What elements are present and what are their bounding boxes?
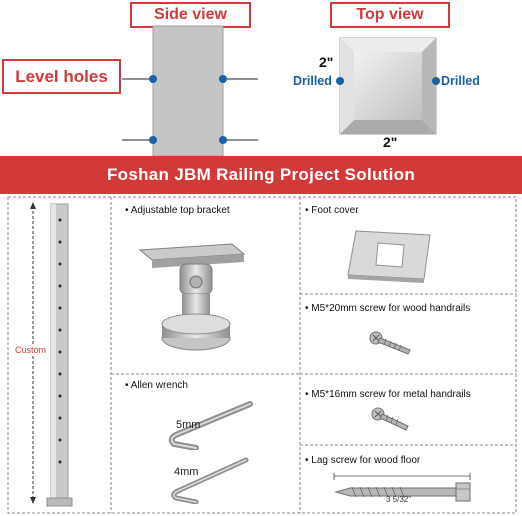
drilled-right-label: Drilled — [441, 74, 480, 88]
level-hole-dot — [219, 136, 227, 144]
screw-wood-text: M5*20mm screw for wood handrails — [311, 303, 471, 314]
screw-wood-image — [369, 331, 411, 355]
wrench-5mm-label: 5mm — [176, 419, 201, 431]
lag-screw-text: Lag screw for wood floor — [311, 455, 421, 466]
screw-metal-image — [371, 407, 409, 431]
foot-cover-text: Foot cover — [311, 205, 359, 216]
side-view-label: Side view — [130, 2, 251, 28]
allen-wrench-5mm-image — [168, 401, 253, 450]
top-view-label: Top view — [330, 2, 450, 28]
drill-hole-dot — [336, 77, 344, 85]
lag-screw-image — [333, 473, 471, 502]
top-bracket-label: • Adjustable top bracket — [125, 205, 230, 216]
level-hole-dot — [149, 136, 157, 144]
allen-wrench-4mm-image — [171, 457, 249, 504]
screw-wood-label: • M5*20mm screw for wood handrails — [305, 303, 471, 314]
banner-title: Foshan JBM Railing Project Solution — [0, 156, 522, 194]
screw-metal-label: • M5*16mm screw for metal handrails — [305, 389, 471, 400]
wrench-4mm-label: 4mm — [174, 466, 199, 478]
level-hole-dot — [149, 75, 157, 83]
level-hole-dot — [219, 75, 227, 83]
allen-wrench-label: • Allen wrench — [125, 380, 188, 391]
allen-wrench-text: Allen wrench — [130, 380, 188, 391]
dimension-side: 2" — [319, 54, 334, 70]
post-diagram — [30, 202, 73, 507]
screw-metal-text: M5*16mm screw for metal handrails — [311, 389, 471, 400]
top-bracket-image — [138, 243, 246, 351]
dimension-bottom: 2" — [383, 134, 398, 150]
top-bracket-text: Adjustable top bracket — [130, 205, 230, 216]
drill-hole-dot — [432, 77, 440, 85]
top-view-diagram — [336, 37, 440, 135]
side-view-diagram — [122, 25, 258, 156]
parts-grid — [7, 196, 517, 514]
level-holes-label: Level holes — [2, 59, 121, 94]
post-height-label: Custom — [14, 345, 48, 355]
lag-screw-dimension: 3 5/32" — [386, 495, 412, 504]
lag-screw-label: • Lag screw for wood floor — [305, 455, 421, 466]
drilled-left-label: Drilled — [293, 74, 332, 88]
foot-cover-label: • Foot cover — [305, 205, 359, 216]
foot-cover-image — [347, 230, 431, 283]
